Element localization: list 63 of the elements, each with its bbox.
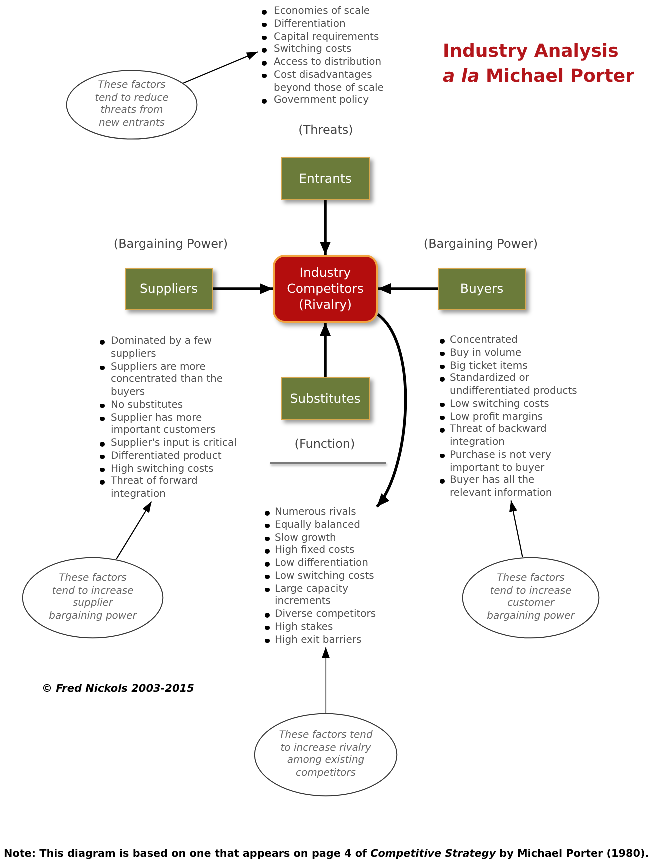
list-item-text: Low profit margins [450, 412, 544, 424]
list-item-text: Cost disadvantages beyond those of scale [274, 70, 385, 95]
arrow [116, 501, 152, 560]
list-item-text: Buy in volume [450, 348, 523, 360]
list-item-text: Diverse competitors [275, 609, 378, 622]
callout-text: These factors tend to increase supplier bargaining power [48, 573, 138, 623]
list-item-text: Concentrated [450, 335, 520, 348]
list-item-text: Large capacity increments [275, 584, 350, 609]
oval-callout [254, 713, 398, 797]
list-item-text: Low differentiation [275, 558, 370, 571]
arrow [320, 323, 331, 377]
curved-arrow [376, 314, 408, 508]
list-item-text: Equally balanced [275, 520, 362, 532]
force-box: Entrants [281, 157, 370, 200]
oval-callout [66, 70, 198, 140]
list-item-text: Low switching costs [275, 570, 376, 584]
side-label: (Bargaining Power) [114, 237, 228, 252]
list-item-text: High exit barriers [275, 634, 363, 648]
force-box: Substitutes [281, 377, 370, 420]
arrow [378, 284, 438, 294]
list-item-text: Purchase is not very important to buyer [450, 450, 552, 475]
arrow [320, 200, 331, 255]
list-item-text: Threat of forward integration [111, 476, 199, 502]
force-box: Suppliers [125, 268, 213, 310]
rivalry-box: Industry Competitors (Rivalry) [273, 255, 378, 323]
list-item-text: Buyer has all the relevant information [450, 475, 554, 501]
list-item-text: Low switching costs [450, 398, 550, 412]
list-item-text: High switching costs [111, 464, 215, 476]
list-item-text: Slow growth [275, 532, 338, 545]
oval-callout [22, 557, 164, 639]
arrow [510, 500, 524, 558]
list-item-text: High fixed costs [275, 545, 356, 558]
callout-text: These factors tend to increase rivalry among existing competitors [278, 730, 374, 780]
side-label: (Threats) [298, 123, 354, 138]
force-box: Buyers [438, 268, 526, 310]
arrow [184, 52, 258, 84]
list-item-text: High stakes [275, 622, 334, 634]
callout-text: These factors tend to increase customer bargaining power [486, 573, 576, 623]
list-item-text: Supplier has more important customers [111, 412, 217, 438]
list-item-text: Dominated by a few suppliers [111, 336, 214, 362]
side-label: (Function) [294, 437, 356, 452]
list-item-text: Supplier's input is critical [111, 438, 238, 451]
list-item-text: Differentiated product [111, 450, 223, 464]
list-item-text: Access to distribution [274, 57, 383, 70]
list-item-text: Capital requirements [274, 32, 380, 44]
title: Industry Analysis a la Michael Porter [443, 40, 636, 89]
callout-text: These factors tend to reduce threats from new entrants [94, 80, 170, 130]
list-item-text: Standardized or undifferentiated products [450, 373, 578, 399]
list-item-text: Big ticket items [450, 360, 529, 373]
oval-callout [462, 557, 600, 639]
list-item-text: Differentiation [274, 18, 347, 32]
side-label: (Bargaining Power) [424, 237, 538, 252]
arrow [322, 647, 330, 713]
list-item-text: Threat of backward integration [450, 424, 548, 450]
arrow [213, 284, 273, 294]
footnote-text: Note: This diagram is based on one that appears on page 4 of Competitive Strategy by Michael Porter (1980). [4, 847, 650, 862]
list-item-text: Government policy [274, 95, 370, 108]
list-item-text: Switching costs [274, 44, 353, 57]
list-item-text: Economies of scale [274, 6, 372, 19]
list-item-text: Numerous rivals [275, 507, 358, 520]
copyright-text: © Fred Nickols 2003-2015 [42, 682, 194, 697]
list-item-text: No substitutes [111, 400, 184, 412]
list-item-text: Suppliers are more concentrated than the buyers [111, 362, 224, 400]
